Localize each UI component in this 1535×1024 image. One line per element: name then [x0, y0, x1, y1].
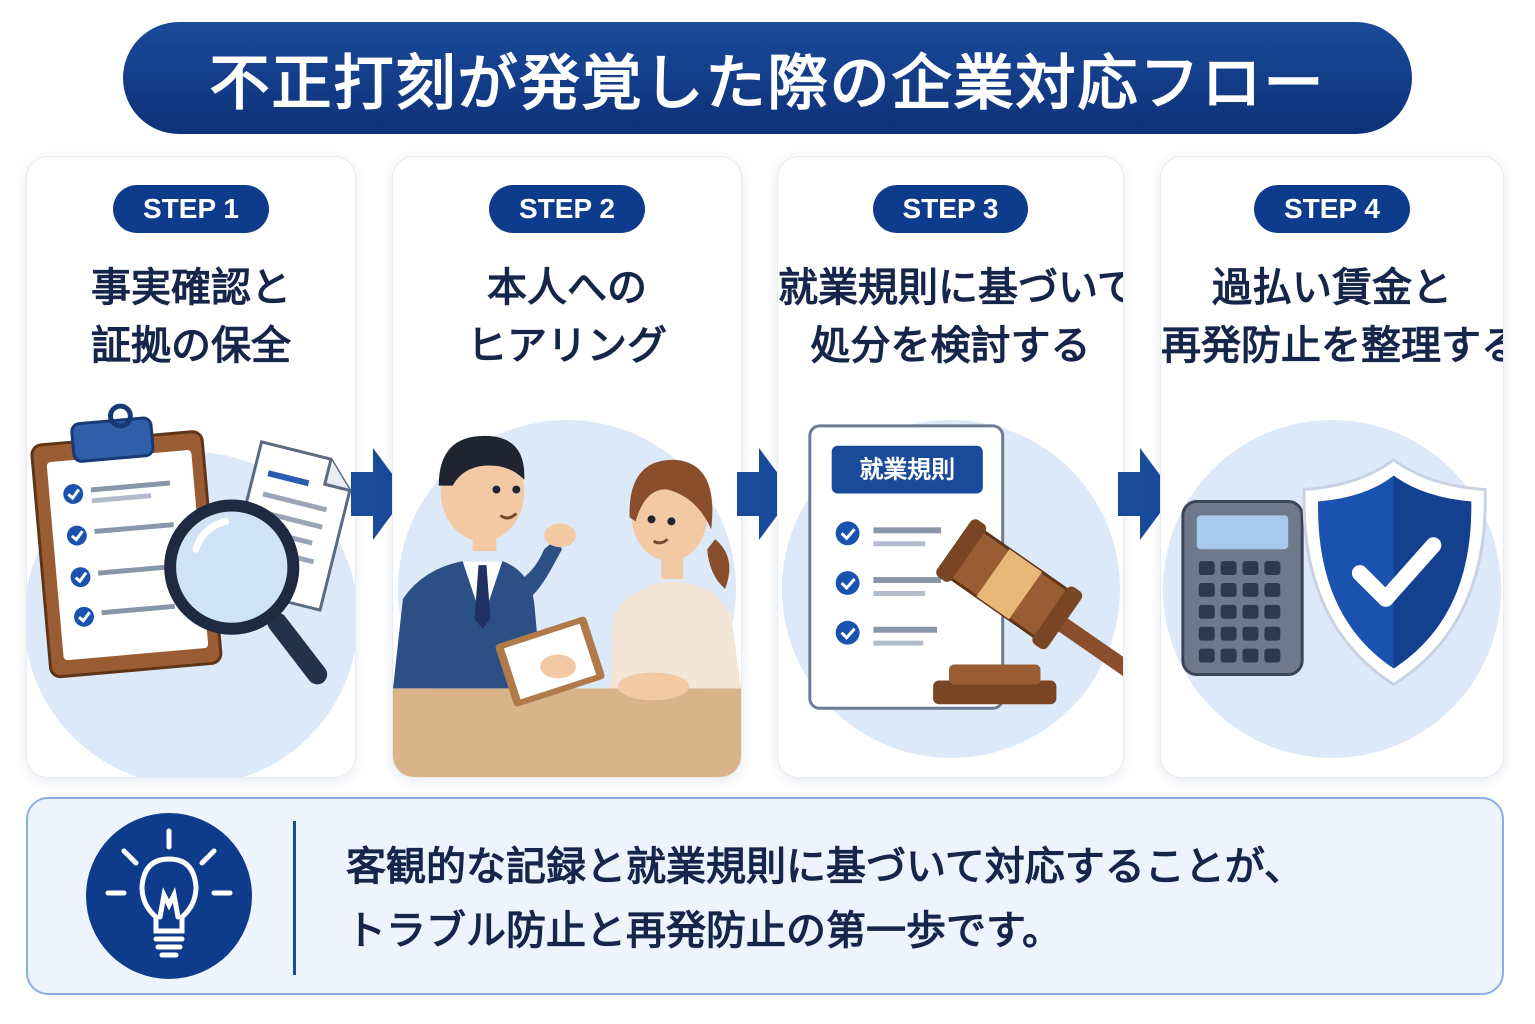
step-title: 本人への ヒアリング [393, 259, 741, 375]
step-card-1: STEP 1 事実確認と 証拠の保全 [26, 156, 356, 778]
step-title: 過払い賃金と 再発防止を整理する [1161, 259, 1503, 375]
step-card-2: STEP 2 本人への ヒアリング [392, 156, 742, 778]
gavel-icon [933, 519, 1123, 705]
arrow-right-icon [737, 448, 793, 540]
prevention-illustration [1162, 419, 1502, 758]
step-title: 就業規則に基づいて 処分を検討する [778, 259, 1123, 375]
arrow-right-icon [1118, 448, 1174, 540]
title-banner: 不正打刻が発覚した際の企業対応フロー [123, 22, 1412, 134]
calculator-icon [1181, 499, 1304, 676]
step-card-4: STEP 4 過払い賃金と 再発防止を整理する [1160, 156, 1504, 778]
arrow-right-icon [351, 448, 407, 540]
step-title-line: ヒアリング [467, 323, 667, 369]
people-icon [393, 435, 741, 777]
rules-document-icon: 就業規則 [808, 424, 1005, 710]
rules-illustration: 就業規則 [781, 419, 1123, 758]
tip-line: トラブル防止と再発防止の第一歩です。 [346, 908, 1062, 954]
step-title-line: 処分を検討する [810, 323, 1091, 369]
step-title-line: 過払い賃金と [1212, 265, 1452, 311]
step-card-3: STEP 3 就業規則に基づいて 処分を検討する 就業規則 [777, 156, 1124, 778]
step-title-line: 再発防止を整理する [1161, 323, 1504, 369]
shield-check-icon [1302, 457, 1487, 687]
hearing-illustration [393, 419, 741, 777]
tip-divider [293, 821, 296, 975]
step-title-line: 事実確認と [91, 265, 291, 311]
page-title: 不正打刻が発覚した際の企業対応フロー [209, 48, 1326, 119]
tip-line: 客観的な記録と就業規則に基づいて対応することが、 [346, 844, 1304, 890]
rules-document-label: 就業規則 [860, 456, 955, 484]
step-title-line: 本人への [487, 265, 647, 311]
step-badge: STEP 3 [872, 185, 1029, 233]
step-title-line: 就業規則に基づいて [778, 265, 1124, 311]
evidence-illustration [27, 403, 355, 777]
tip-message: 客観的な記録と就業規則に基づいて対応することが、 トラブル防止と再発防止の第一歩… [346, 835, 1304, 963]
step-badge: STEP 1 [113, 185, 269, 233]
step-badge: STEP 4 [1254, 185, 1410, 233]
tip-box: 客観的な記録と就業規則に基づいて対応することが、 トラブル防止と再発防止の第一歩… [26, 797, 1504, 995]
lightbulb-icon [86, 813, 252, 979]
step-title: 事実確認と 証拠の保全 [27, 259, 355, 375]
step-title-line: 証拠の保全 [91, 323, 291, 369]
step-badge: STEP 2 [489, 185, 645, 233]
magnifier-icon [164, 499, 328, 685]
